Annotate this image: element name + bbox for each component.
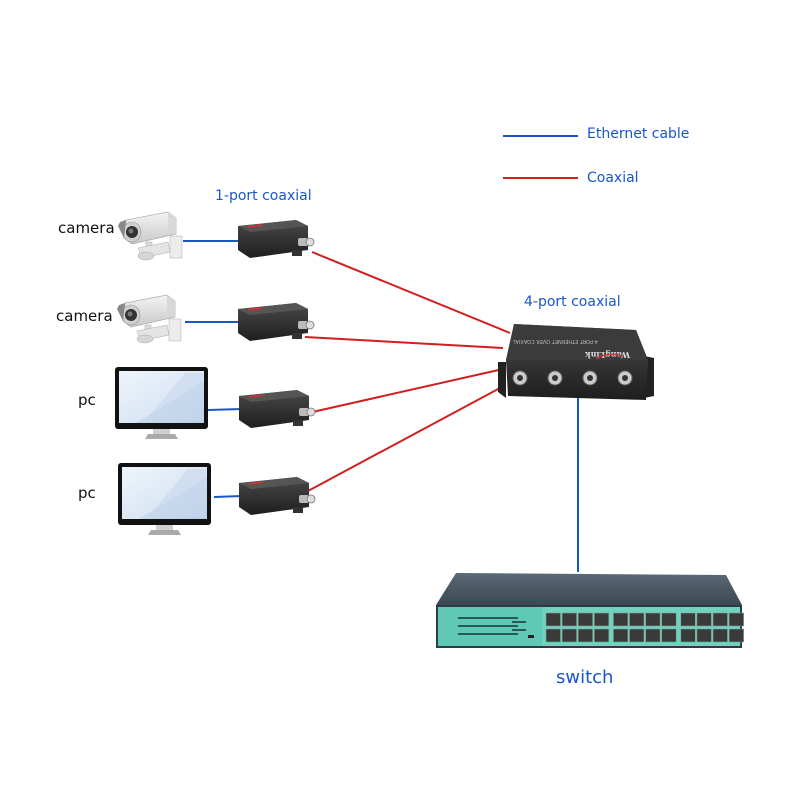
rj45-port xyxy=(545,628,561,643)
rj45-port xyxy=(629,612,645,627)
pc-monitor-icon xyxy=(115,367,208,439)
bnc-port xyxy=(547,370,563,386)
coaxial-cable-3 xyxy=(307,368,504,414)
ethernet-cable-4 xyxy=(213,495,243,498)
coaxial-cable-4 xyxy=(307,387,501,492)
switch-ports xyxy=(545,612,744,643)
one-port-coaxial-label: 1-port coaxial xyxy=(215,188,312,204)
rj45-port xyxy=(661,628,677,643)
network-switch xyxy=(436,573,744,648)
rj45-port xyxy=(712,628,728,643)
coaxial-cable-2 xyxy=(304,336,504,349)
rj45-port xyxy=(577,628,593,643)
four-port-converter: 4-PORT ETHERNET OVER COAXIAL WangLink xyxy=(498,324,654,400)
rj45-port xyxy=(680,628,696,643)
coaxial-cable-1 xyxy=(311,251,511,334)
one-port-converter xyxy=(238,220,315,258)
bnc-ports xyxy=(512,370,633,386)
rj45-port xyxy=(594,612,610,627)
rj45-port xyxy=(613,612,629,627)
bnc-port xyxy=(512,370,528,386)
endpoint-label-camera-1: camera xyxy=(58,219,115,237)
switch-label: switch xyxy=(556,667,613,688)
one-port-converter xyxy=(238,303,315,341)
rj45-port xyxy=(712,612,728,627)
camera-icon xyxy=(118,211,183,261)
rj45-port xyxy=(728,628,744,643)
rj45-port xyxy=(696,612,712,627)
rj45-port xyxy=(661,612,677,627)
rj45-port xyxy=(545,612,561,627)
rj45-port xyxy=(645,628,661,643)
rj45-port xyxy=(577,612,593,627)
endpoint-label-camera-2: camera xyxy=(56,307,113,325)
four-port-coaxial-label: 4-port coaxial xyxy=(524,294,621,310)
coaxial-cables xyxy=(304,251,511,492)
rj45-port xyxy=(613,628,629,643)
rj45-port xyxy=(594,628,610,643)
legend-item-coaxial: Coaxial xyxy=(503,170,639,186)
bnc-port xyxy=(582,370,598,386)
bnc-port xyxy=(617,370,633,386)
legend-coaxial-label: Coaxial xyxy=(587,170,639,186)
ethernet-cable-3 xyxy=(207,408,243,411)
legend-ethernet-label: Ethernet cable xyxy=(587,126,689,142)
ethernet-cables xyxy=(183,240,579,572)
pc-monitor-icon xyxy=(118,463,211,535)
svg-text:4-PORT ETHERNET OVER COAXIAL: 4-PORT ETHERNET OVER COAXIAL xyxy=(513,338,598,344)
rj45-port xyxy=(645,612,661,627)
legend: Ethernet cable Coaxial xyxy=(503,126,689,186)
endpoint-label-pc-2: pc xyxy=(78,484,96,502)
endpoint-label-pc-1: pc xyxy=(78,391,96,409)
one-port-converter xyxy=(239,477,316,515)
rj45-port xyxy=(680,612,696,627)
one-port-converter xyxy=(239,390,316,428)
rj45-port xyxy=(696,628,712,643)
rj45-port xyxy=(561,612,577,627)
legend-item-ethernet: Ethernet cable xyxy=(503,126,689,142)
status-leds xyxy=(458,617,534,638)
rj45-port xyxy=(561,628,577,643)
camera-icon xyxy=(117,294,182,344)
rj45-port xyxy=(728,612,744,627)
rj45-port xyxy=(629,628,645,643)
